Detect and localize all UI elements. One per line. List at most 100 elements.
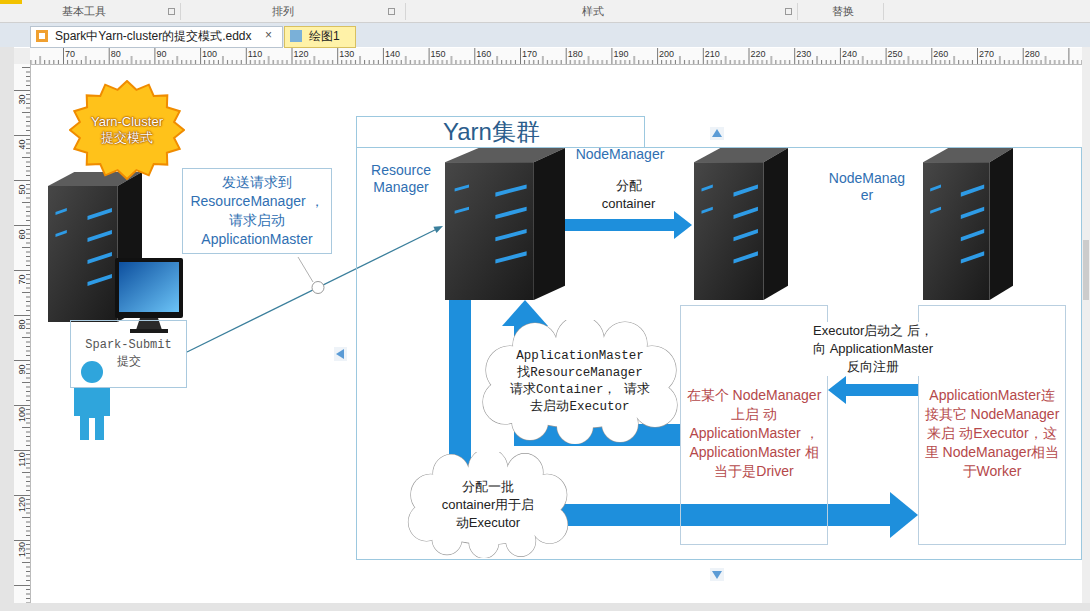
toolbar-label: 排列 [272,4,294,18]
ruler-number: 100 [202,49,217,60]
ruler-number: 230 [796,49,811,60]
node-text: 发送请求到 ResourceManager ，请求启动 ApplicationM… [188,173,326,249]
ruler-number: 60 [17,226,28,244]
close-button: × [265,28,272,43]
server-node: NodeManag er [921,148,1013,300]
arrow-head [674,211,692,239]
toolbar [0,0,22,4]
ruler-number: 270 [979,49,994,60]
ruler-number: 90 [17,361,28,379]
ruler-number: 160 [476,49,491,60]
connector-line [845,384,918,396]
rulers [14,64,30,611]
cloud-shape [408,503,444,541]
cloud-shape [531,506,567,544]
ruler-number: 280 [1025,49,1040,60]
ruler-number: 100 [17,406,28,424]
callout-box: 发送请求到 ResourceManager ，请求启动 ApplicationM… [182,168,332,254]
monitor-icon [115,258,183,318]
ruler-number: 130 [17,541,28,559]
server-node: Resource Manager [443,148,565,300]
toolbar [389,9,395,15]
edge-label: 分配 container [589,177,669,213]
ruler-number: 220 [751,49,766,60]
toolbar-label: 基本工具 [62,4,106,18]
toolbar [181,3,884,20]
scroll-markers [710,127,724,140]
cloud-shape [506,526,536,557]
server-illustrations [694,148,788,300]
ruler-number: 250 [888,49,903,60]
ruler-number: 150 [431,49,446,60]
cloud-callout: 分配一批 container用于启 动Executor [406,452,570,558]
server-illustrations [445,148,565,300]
tab-bar [39,33,45,39]
ruler-number: 180 [568,49,583,60]
tab-bar [31,27,283,48]
ruler-number: 260 [933,49,948,60]
ruler-number: 40 [17,136,28,154]
scroll-markers [712,129,722,137]
process-box: 在某个 NodeManager上启 动ApplicationMaster ，Ap… [680,305,828,545]
tab-bar [290,30,302,42]
cloud-shape [408,452,567,558]
rulers [0,47,14,611]
node-text: 分配一批 container用于启 动Executor [436,478,540,532]
toolbar-label: 替换 [832,4,854,18]
rulers [14,48,30,64]
ruler-number: 190 [613,49,628,60]
tab-bar [0,23,1090,48]
ruler-number: 170 [522,49,537,60]
ruler-number: 70 [65,49,75,60]
ruler-number: 120 [17,496,28,514]
monitor-icon [130,329,168,333]
scroll-markers [710,568,724,581]
arrow-head [828,376,846,404]
ruler-number: 240 [842,49,857,60]
toolbar [169,9,175,15]
node-text: 在某个 NodeManager上启 动ApplicationMaster ，Ap… [686,386,822,481]
server-label: NodeManag er [825,170,909,204]
ruler-number: 80 [111,49,121,60]
connector-arrow [565,211,692,239]
leader-line [298,257,313,282]
starburst-shape [70,81,184,179]
connection-point [312,282,324,294]
monitor-icon [115,258,183,333]
ruler-number: 50 [17,181,28,199]
server-illustrations [48,148,1013,322]
cluster-frame: Yarn集群Resource Manager NodeManager NodeMan… [356,116,1082,560]
server-label: Resource Manager [363,162,439,196]
ruler-number: 30 [17,91,28,109]
cloud-shape [469,527,499,558]
rulers [30,48,1082,64]
ruler-number: 200 [659,49,674,60]
process-box: ApplicationMaster连 接其它 NodeManager来启 动Ex… [918,305,1066,545]
toolbar [0,22,1090,23]
toolbar-label: 样式 [582,4,604,18]
rulers [30,64,1082,65]
toolbar [786,9,792,15]
rulers [14,64,30,611]
ruler-number: 70 [17,271,28,289]
submit-box: Spark-Submit 提交 [70,320,187,388]
node-text: Spark-Submit 提交 [77,337,181,371]
ruler-number: 110 [248,49,262,60]
tab-title: 绘图1 [309,29,340,44]
tab-bar [0,23,1090,47]
ruler-number: 120 [294,49,309,60]
scroll-markers [712,571,722,579]
starburst-badge: Yarn-Cluster 提交模式 [69,80,185,180]
cloud-shape [483,320,677,444]
node-text: ApplicationMaster连 接其它 NodeManager来启 动Ex… [924,386,1060,481]
rulers [30,48,1082,64]
cluster-title: Yarn集群 [443,117,644,147]
connector-arrow [828,376,918,404]
scroll-markers [336,349,344,359]
server-illustrations [923,148,1013,300]
arrow-head [433,226,443,233]
server-node: NodeManager [692,148,790,300]
ruler-number: 110 [17,451,28,469]
toolbar [0,0,1090,22]
person-icon [81,361,103,383]
